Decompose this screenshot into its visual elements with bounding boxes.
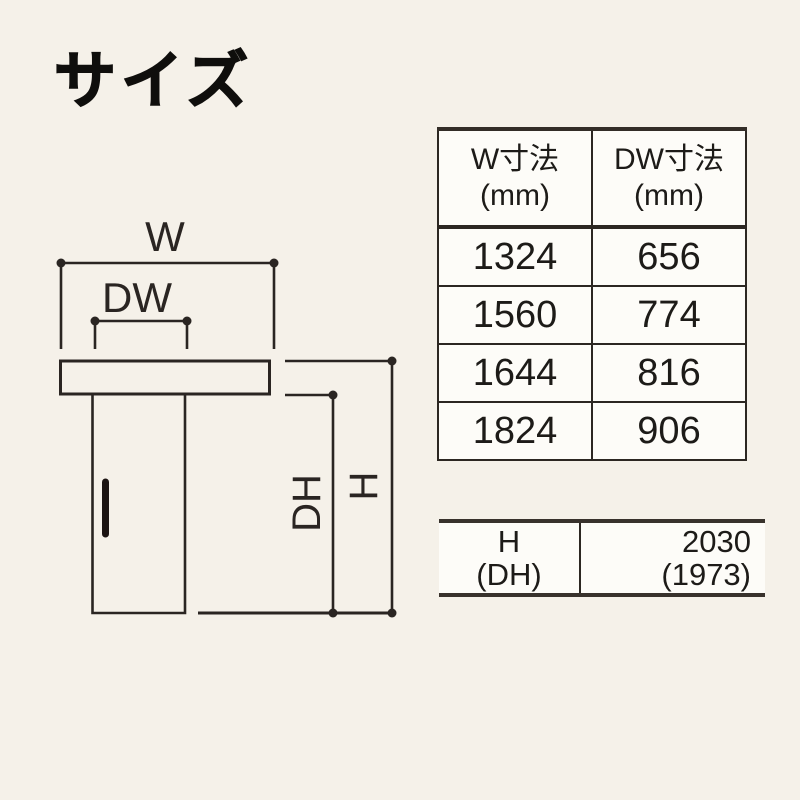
size-table-header-dw: DW寸法 (mm) bbox=[591, 127, 747, 229]
dimension-dots bbox=[56, 258, 397, 618]
h-label: H bbox=[342, 472, 386, 501]
table-row: 1560 774 bbox=[437, 285, 747, 345]
door-top-rail bbox=[59, 359, 271, 396]
dimension-lines bbox=[59, 261, 394, 615]
header-w-unit: (mm) bbox=[480, 179, 550, 212]
size-table-header-row: W寸法 (mm) DW寸法 (mm) bbox=[437, 127, 747, 229]
header-w-title: W寸法 bbox=[470, 143, 560, 176]
page-title: サイズ bbox=[53, 46, 254, 117]
height-table-label-cell: H (DH) bbox=[439, 523, 581, 593]
dh-label: DH bbox=[285, 474, 329, 532]
height-label-line2: (DH) bbox=[476, 557, 542, 592]
height-value-line2: (1973) bbox=[661, 557, 751, 592]
header-dw-title: DW寸法 bbox=[614, 143, 724, 176]
w-value-cell: 1560 bbox=[437, 285, 593, 345]
size-table: W寸法 (mm) DW寸法 (mm) 1324 656 1560 774 164… bbox=[437, 127, 747, 461]
w-label: W bbox=[145, 213, 185, 260]
w-value-cell: 1324 bbox=[437, 226, 593, 287]
table-row: 1644 816 bbox=[437, 343, 747, 403]
dw-value-cell: 656 bbox=[591, 226, 747, 287]
height-table-value-cell: 2030 (1973) bbox=[581, 523, 765, 593]
table-row: 1324 656 bbox=[437, 226, 747, 287]
header-dw-unit: (mm) bbox=[634, 179, 704, 212]
table-row: 1824 906 bbox=[437, 401, 747, 461]
dw-value-cell: 906 bbox=[591, 401, 747, 461]
door-panel bbox=[91, 394, 187, 615]
w-value-cell: 1644 bbox=[437, 343, 593, 403]
size-table-header-w: W寸法 (mm) bbox=[437, 127, 593, 229]
dw-label: DW bbox=[102, 274, 172, 321]
height-value-line1: 2030 bbox=[682, 524, 751, 559]
door-dimension-diagram: W DW DH H bbox=[56, 213, 397, 618]
height-table: H (DH) 2030 (1973) bbox=[439, 519, 765, 597]
w-value-cell: 1824 bbox=[437, 401, 593, 461]
dw-value-cell: 774 bbox=[591, 285, 747, 345]
height-label-line1: H bbox=[497, 524, 521, 559]
dw-value-cell: 816 bbox=[591, 343, 747, 403]
